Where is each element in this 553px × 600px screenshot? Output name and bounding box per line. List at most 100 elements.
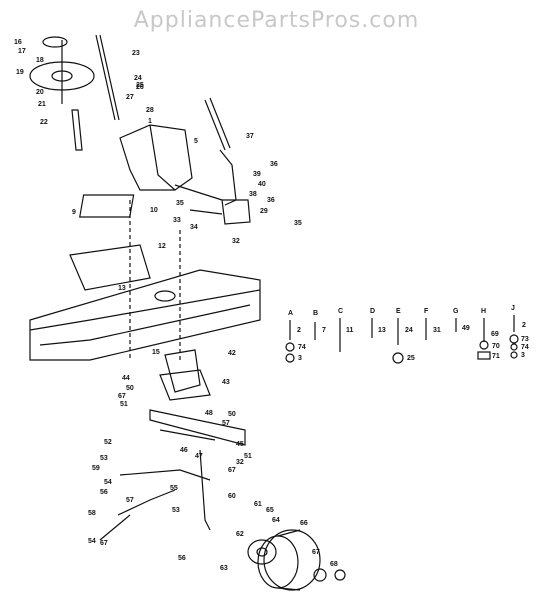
axle-bracket bbox=[164, 349, 201, 393]
hw-num-69: 69 bbox=[491, 331, 499, 338]
callout-53: 53 bbox=[100, 455, 108, 462]
callout-25: 25 bbox=[136, 82, 144, 89]
callout-45: 45 bbox=[236, 441, 244, 448]
hw-num-24: 24 bbox=[405, 327, 413, 334]
hw-num-31: 31 bbox=[433, 327, 441, 334]
callout-60: 60 bbox=[228, 493, 236, 500]
steering-bracket bbox=[221, 199, 251, 225]
hw-letter-a: A bbox=[288, 310, 293, 317]
callout-26: 26 bbox=[136, 84, 144, 91]
callout-22: 22 bbox=[40, 119, 48, 126]
hw-letter-g: G bbox=[453, 308, 459, 315]
callout-54: 54 bbox=[104, 479, 112, 486]
callout-51b: 51 bbox=[244, 453, 252, 460]
hw-num-74b: 74 bbox=[521, 344, 529, 351]
callout-47: 47 bbox=[195, 453, 203, 460]
callout-67: 67 bbox=[118, 393, 126, 400]
callout-36: 36 bbox=[270, 161, 278, 168]
callout-19: 19 bbox=[16, 69, 24, 76]
callout-15: 15 bbox=[152, 349, 160, 356]
hw-num-11: 11 bbox=[346, 327, 354, 334]
callout-29: 29 bbox=[260, 208, 268, 215]
callout-32: 32 bbox=[236, 459, 244, 466]
hw-num-49: 49 bbox=[462, 325, 470, 332]
front-axle bbox=[149, 409, 246, 446]
callouts: 16 17 18 19 20 21 22 23 24 25 26 27 28 1… bbox=[14, 39, 529, 572]
callout-34: 34 bbox=[190, 224, 198, 231]
front-wheel bbox=[263, 529, 321, 591]
callout-43: 43 bbox=[222, 379, 230, 386]
callout-56: 56 bbox=[100, 489, 108, 496]
callout-67b: 67 bbox=[228, 467, 236, 474]
hw-num-13: 13 bbox=[378, 327, 386, 334]
hw-num-25: 25 bbox=[407, 355, 415, 362]
callout-51: 51 bbox=[120, 401, 128, 408]
hw-num-7: 7 bbox=[322, 327, 326, 334]
callout-21: 21 bbox=[38, 101, 46, 108]
callout-33: 33 bbox=[173, 217, 181, 224]
tie-rod bbox=[119, 469, 211, 481]
callout-50: 50 bbox=[126, 385, 134, 392]
tractor-frame bbox=[29, 269, 261, 361]
callout-37: 37 bbox=[246, 133, 254, 140]
callout-39: 39 bbox=[253, 171, 261, 178]
callout-10: 10 bbox=[150, 207, 158, 214]
callout-68: 68 bbox=[330, 561, 338, 568]
steering-cap bbox=[42, 36, 68, 48]
callout-42: 42 bbox=[228, 350, 236, 357]
mounting-plate bbox=[69, 244, 151, 291]
hw-num-70: 70 bbox=[492, 343, 500, 350]
callout-48: 48 bbox=[205, 410, 213, 417]
hw-letter-f: F bbox=[424, 308, 429, 315]
callout-57: 57 bbox=[222, 420, 230, 427]
callout-36b: 36 bbox=[267, 197, 275, 204]
hardware-row bbox=[285, 315, 519, 364]
callout-17: 17 bbox=[18, 48, 26, 55]
watermark: AppliancePartsPros.com bbox=[133, 8, 420, 33]
callout-52: 52 bbox=[104, 439, 112, 446]
callout-12: 12 bbox=[158, 243, 166, 250]
callout-24: 24 bbox=[134, 75, 142, 82]
callout-28: 28 bbox=[146, 107, 154, 114]
callout-5: 5 bbox=[194, 138, 198, 145]
hw-letter-b: B bbox=[313, 310, 318, 317]
callout-59: 59 bbox=[92, 465, 100, 472]
callout-44: 44 bbox=[122, 375, 130, 382]
callout-9: 9 bbox=[72, 209, 76, 216]
callout-55: 55 bbox=[170, 485, 178, 492]
hw-num-73: 73 bbox=[521, 336, 529, 343]
hw-letter-j: J bbox=[511, 305, 515, 312]
hw-letter-e: E bbox=[396, 308, 401, 315]
callout-20: 20 bbox=[36, 89, 44, 96]
callout-1: 1 bbox=[148, 118, 152, 125]
hw-num-3: 3 bbox=[298, 355, 302, 362]
callout-18: 18 bbox=[36, 57, 44, 64]
callout-35: 35 bbox=[294, 220, 302, 227]
hw-num-71: 71 bbox=[492, 353, 500, 360]
callout-38: 38 bbox=[249, 191, 257, 198]
steering-shaft bbox=[71, 109, 83, 151]
callout-16: 16 bbox=[14, 39, 22, 46]
drag-link bbox=[99, 514, 131, 541]
hw-num-74: 74 bbox=[298, 344, 306, 351]
callout-56b: 56 bbox=[178, 555, 186, 562]
steering-rod bbox=[219, 149, 237, 206]
callout-53b: 53 bbox=[172, 507, 180, 514]
callout-50b: 50 bbox=[228, 411, 236, 418]
callout-67c: 67 bbox=[100, 540, 108, 547]
callout-64: 64 bbox=[272, 517, 280, 524]
callout-63: 63 bbox=[220, 565, 228, 572]
spindle bbox=[199, 449, 211, 531]
callout-66: 66 bbox=[300, 520, 308, 527]
callout-46: 46 bbox=[180, 447, 188, 454]
callout-27: 27 bbox=[126, 94, 134, 101]
callout-58: 58 bbox=[88, 510, 96, 517]
callout-23: 23 bbox=[132, 50, 140, 57]
callout-32: 32 bbox=[232, 238, 240, 245]
callout-13: 13 bbox=[118, 285, 126, 292]
callout-61: 61 bbox=[254, 501, 262, 508]
callout-35b: 35 bbox=[176, 200, 184, 207]
callout-65: 65 bbox=[266, 507, 274, 514]
callout-54b: 54 bbox=[88, 538, 96, 545]
